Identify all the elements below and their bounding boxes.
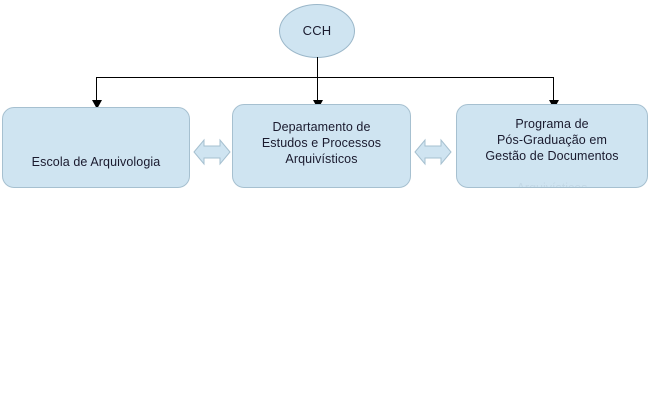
connector-branch-right — [553, 77, 554, 109]
bidirectional-arrow-icon-left — [192, 132, 232, 172]
double-arrow-icon — [414, 138, 452, 166]
node-programa-label-overflow: Arquivísticos — [516, 181, 588, 188]
bidirectional-arrow-icon-right — [413, 132, 453, 172]
double-arrow-icon — [193, 138, 231, 166]
connector-horizontal-bus — [96, 77, 554, 78]
connector-branch-left — [96, 77, 97, 109]
node-escola-de-arquivologia[interactable]: Escola de Arquivologia — [2, 107, 190, 188]
node-programa-de-pos-graduacao[interactable]: Programa de Pós-Graduação em Gestão de D… — [456, 104, 648, 188]
node-cch-label: CCH — [302, 22, 332, 38]
node-departamento-label: Departamento de Estudos e Processos Arqu… — [261, 120, 382, 166]
arrowhead-down-icon-left — [92, 100, 102, 109]
node-escola-label: Escola de Arquivologia — [31, 155, 161, 169]
node-departamento-de-estudos[interactable]: Departamento de Estudos e Processos Arqu… — [232, 104, 411, 188]
node-cch[interactable]: CCH — [279, 4, 355, 58]
connector-trunk-vertical — [317, 57, 318, 109]
node-programa-label: Programa de Pós-Graduação em Gestão de D… — [485, 117, 619, 163]
